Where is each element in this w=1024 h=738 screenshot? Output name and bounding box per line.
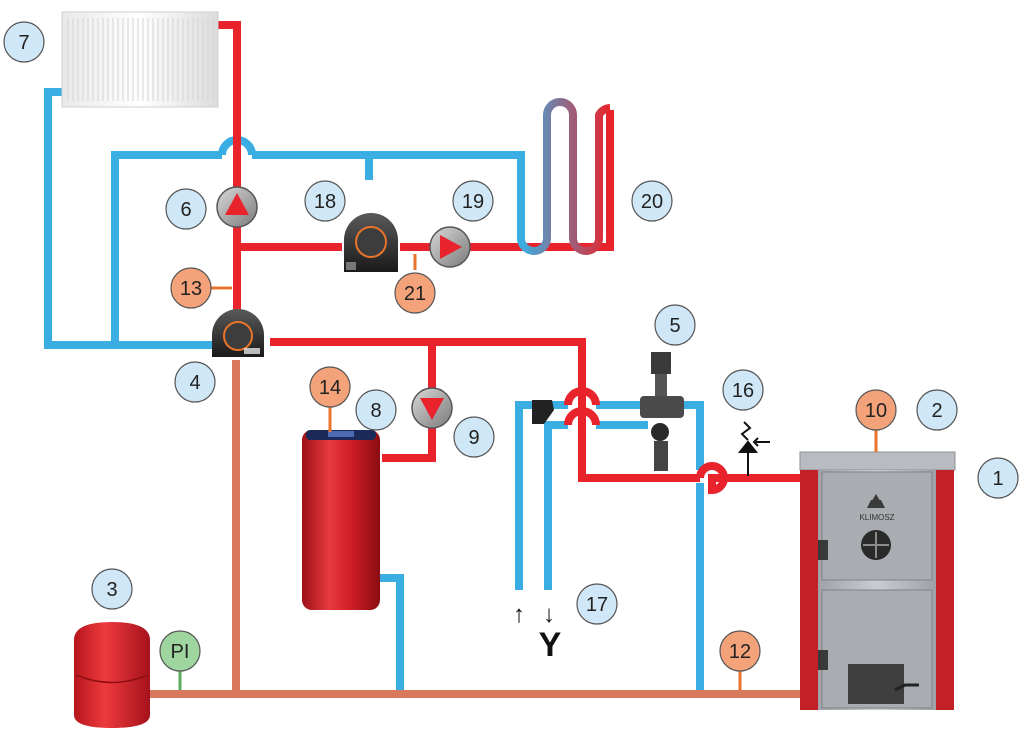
svg-text:18: 18	[314, 191, 336, 213]
tank-return-pipe	[378, 574, 404, 690]
exchanger-inner-pipe	[544, 421, 648, 590]
svg-text:4: 4	[189, 372, 200, 394]
exchanger-tee	[532, 400, 554, 424]
expansion-vessel	[74, 622, 150, 728]
thermostatic-valve	[640, 352, 684, 471]
badge-14: 14	[309, 366, 351, 408]
svg-text:19: 19	[462, 191, 484, 213]
svg-text:6: 6	[180, 199, 191, 221]
badge-12: 12	[719, 630, 761, 672]
pump-9[interactable]	[411, 387, 453, 429]
badge-5: 5	[654, 304, 696, 346]
badge-8: 8	[355, 389, 397, 431]
badge-21: 21	[394, 272, 436, 314]
mixing-valve-4	[212, 309, 264, 357]
svg-text:1: 1	[992, 468, 1003, 490]
badge-10: 10	[855, 389, 897, 431]
label-badges: 7 6 18 19 20 13 21 5 4 14 8 9 16 10 2 1 …	[3, 21, 1019, 672]
badge-17: 17	[576, 583, 618, 625]
badge-19: 19	[452, 180, 494, 222]
svg-text:12: 12	[729, 641, 751, 663]
badge-13: 13	[170, 267, 212, 309]
badge-2: 2	[916, 389, 958, 431]
radiator-return-pipe	[44, 88, 228, 349]
svg-text:3: 3	[106, 579, 117, 601]
svg-text:9: 9	[468, 427, 479, 449]
return-collector-pipe	[111, 151, 525, 345]
exchanger-supply-hop-b	[564, 407, 600, 426]
drain-symbol: Y	[539, 626, 562, 664]
svg-text:PI: PI	[171, 641, 190, 663]
radiator	[61, 11, 219, 108]
pump-6[interactable]	[216, 186, 258, 228]
badge-7: 7	[3, 21, 45, 63]
boiler-supply-hop	[696, 461, 805, 495]
mixing-valve-18	[344, 213, 398, 272]
hot-pipes	[218, 21, 805, 495]
arrow-up-icon: ↑	[513, 601, 525, 628]
svg-text:20: 20	[641, 191, 663, 213]
badge-9: 9	[453, 416, 495, 458]
badge-18: 18	[304, 180, 346, 222]
badge-16: 16	[722, 369, 764, 411]
arrow-down-icon: ↓	[543, 601, 555, 628]
svg-text:7: 7	[18, 32, 29, 54]
exchanger-supply-hop-a	[564, 387, 600, 406]
svg-text:21: 21	[404, 283, 426, 305]
badge-20: 20	[631, 180, 673, 222]
svg-text:10: 10	[865, 400, 887, 422]
svg-text:14: 14	[319, 377, 341, 399]
dhw-charge-pipe	[382, 342, 436, 462]
boiler: KLIMOSZ	[799, 451, 956, 710]
sensor-stems	[178, 254, 878, 690]
floor-heating-loop	[517, 98, 611, 255]
dhw-tank	[302, 430, 380, 610]
badge-1: 1	[977, 457, 1019, 499]
svg-text:13: 13	[180, 278, 202, 300]
badge-3: 3	[91, 568, 133, 610]
svg-text:8: 8	[370, 400, 381, 422]
svg-text:16: 16	[732, 380, 754, 402]
radiator-supply-pipe	[218, 21, 241, 335]
boiler-brand: KLIMOSZ	[859, 513, 894, 522]
svg-text:2: 2	[931, 400, 942, 422]
badge-4: 4	[174, 361, 216, 403]
svg-text:5: 5	[669, 315, 680, 337]
badge-pi: PI	[159, 630, 201, 672]
safety-relief-valve	[737, 421, 770, 476]
floor-loop-return	[470, 110, 614, 251]
svg-text:17: 17	[586, 594, 608, 616]
badge-6: 6	[165, 188, 207, 230]
pump-19[interactable]	[429, 226, 471, 268]
cold-pipes	[44, 88, 704, 690]
